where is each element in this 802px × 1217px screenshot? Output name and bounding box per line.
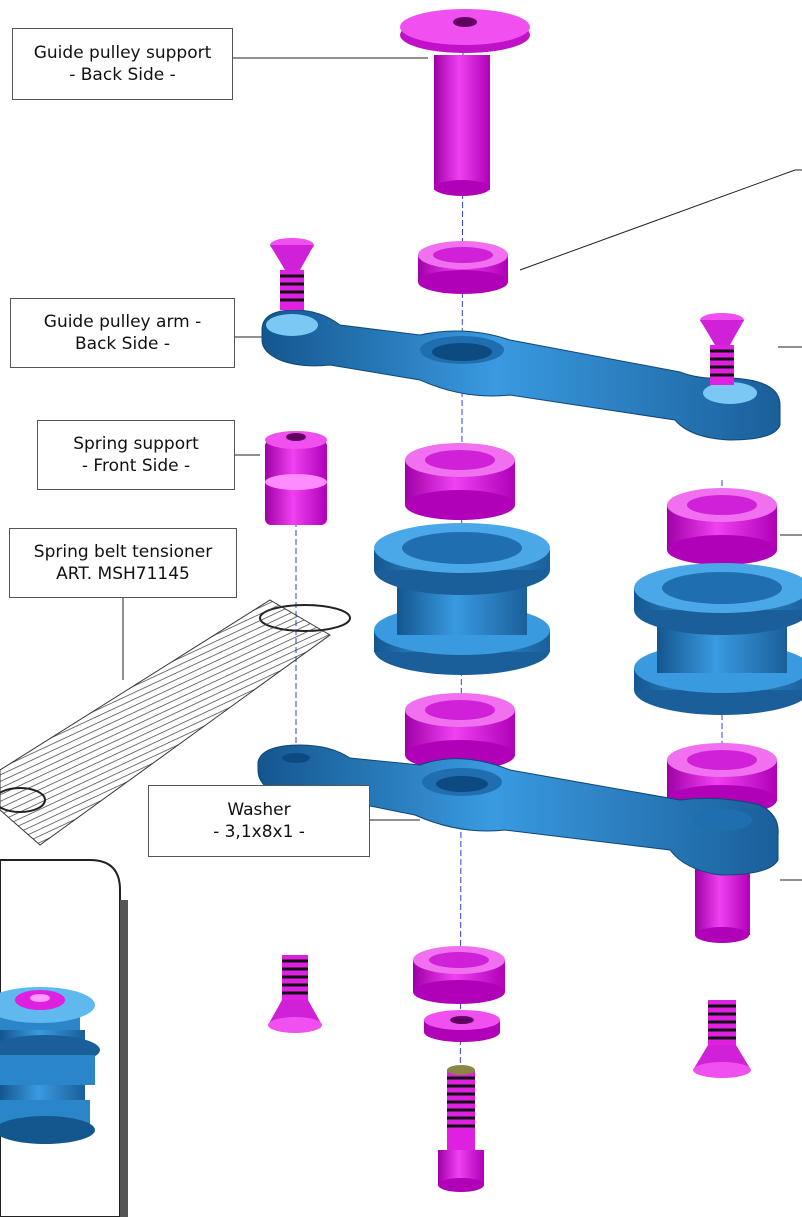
screw-bottom-left — [268, 955, 322, 1033]
screw-top-left — [270, 238, 314, 310]
label-guide-pulley-support: Guide pulley support - Back Side - — [12, 28, 233, 100]
pulley-center — [374, 523, 550, 675]
bolt-bottom — [438, 1065, 484, 1192]
bearing-right-upper — [667, 488, 777, 565]
bearing-center-upper — [405, 443, 515, 520]
pulley-right — [634, 563, 802, 715]
washer-part — [424, 1010, 500, 1042]
guide-pulley-support-part — [400, 9, 530, 196]
screw-top-right — [700, 313, 744, 385]
leader-lines — [122, 57, 802, 881]
spring-support-part — [265, 431, 327, 525]
label-washer: Washer - 3,1x8x1 - — [148, 785, 370, 857]
label-guide-pulley-arm: Guide pulley arm - Back Side - — [10, 298, 235, 368]
guide-pulley-arm-lower — [257, 744, 779, 876]
guide-pulley-arm-upper — [261, 309, 781, 441]
screw-bottom-right — [693, 1000, 751, 1078]
label-spring-belt-tensioner: Spring belt tensioner ART. MSH71145 — [9, 528, 237, 598]
label-spring-support: Spring support - Front Side - — [37, 420, 235, 490]
spring-belt-tensioner-part — [0, 599, 351, 846]
assembled-view-inset — [0, 859, 128, 1217]
bearing-top — [418, 241, 508, 294]
bearing-bottom — [413, 946, 505, 1004]
